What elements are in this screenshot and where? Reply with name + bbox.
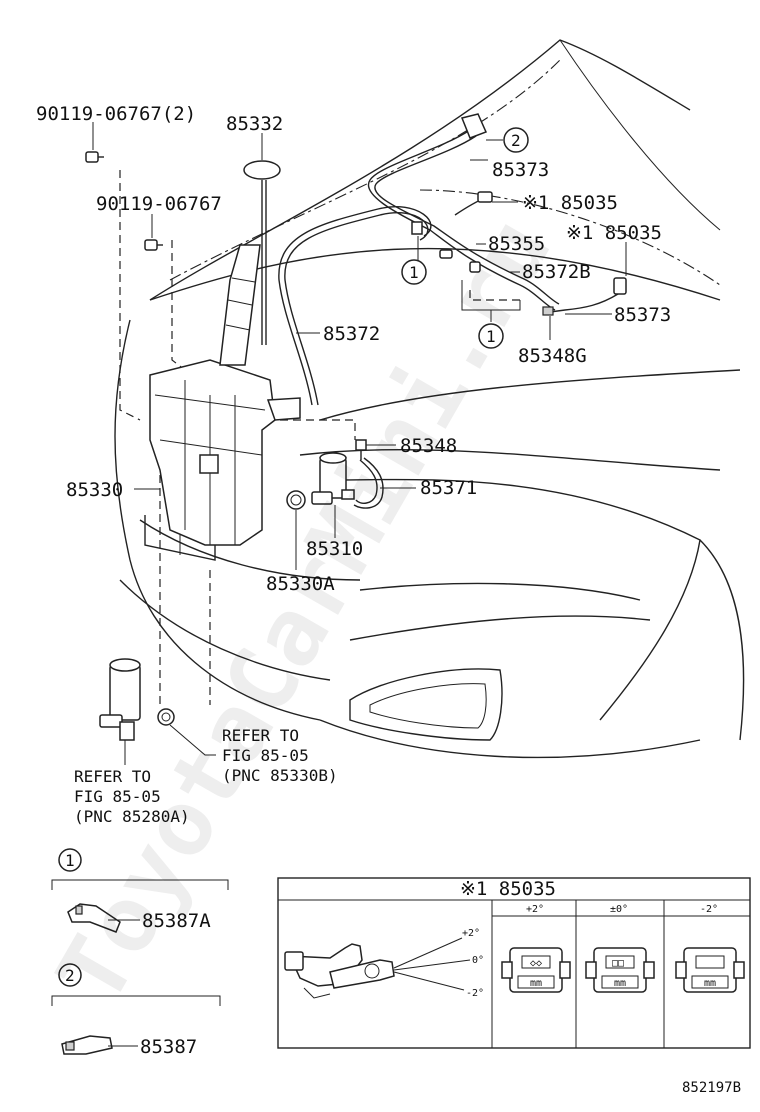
washer-pump-85310 xyxy=(311,452,355,505)
ref-left-line2: FIG 85-05 xyxy=(74,787,161,806)
detail-1-number: 1 xyxy=(65,851,75,870)
callout-1-bottom: 1 xyxy=(486,327,496,346)
label-85373-top: 85373 xyxy=(492,159,549,181)
inset-col-plus2: +2° xyxy=(526,904,544,915)
level-gauge-85332 xyxy=(243,160,281,345)
detail-2-number: 2 xyxy=(65,966,75,985)
mark-diamond: ◇◇ xyxy=(530,958,542,969)
label-85372: 85372 xyxy=(323,323,380,345)
ref-right-line2: FIG 85-05 xyxy=(222,746,309,765)
washer-tank xyxy=(149,244,301,546)
ref-pump-85280A xyxy=(99,658,141,741)
inset-title: ※1 85035 xyxy=(460,878,556,900)
diagram-code: 852197B xyxy=(682,1080,741,1096)
callout-1-left: 1 xyxy=(409,263,419,282)
mark-mm-2: mm xyxy=(614,978,626,989)
hose-85372 xyxy=(278,206,432,406)
ref-left-line1: REFER TO xyxy=(74,767,151,786)
label-85330: 85330 xyxy=(66,479,123,501)
label-90119-x2: 90119-06767(2) xyxy=(36,103,196,125)
detail-1: 1 85387A xyxy=(51,848,229,933)
hose-85371 xyxy=(353,457,384,509)
label-85330A: 85330A xyxy=(266,573,335,595)
label-85310: 85310 xyxy=(306,538,363,560)
label-85332: 85332 xyxy=(226,113,283,135)
label-90119: 90119-06767 xyxy=(96,193,222,215)
callout-2-top: 2 xyxy=(511,131,521,150)
detail-2: 2 85387 xyxy=(51,963,221,1058)
mark-mm-1: mm xyxy=(530,978,542,989)
callout-circles: 2 1 1 xyxy=(401,127,529,349)
grommet-85330A xyxy=(286,490,306,510)
label-85355: 85355 xyxy=(488,233,545,255)
label-85035-a: ※1 85035 xyxy=(522,192,618,214)
bolt-90119-b xyxy=(144,239,163,251)
ref-grommet-85330B xyxy=(157,708,175,726)
leader-lines xyxy=(92,122,627,765)
hood-hoses xyxy=(367,113,627,316)
label-85035-b: ※1 85035 xyxy=(566,222,662,244)
angle-minus2: -2° xyxy=(466,988,484,999)
mark-square: □□ xyxy=(612,958,624,969)
label-85373-right: 85373 xyxy=(614,304,671,326)
nozzle-view-plus2: ◇◇ mm xyxy=(501,947,571,993)
angle-zero: 0° xyxy=(472,955,484,966)
label-85371: 85371 xyxy=(420,477,477,499)
ref-left-line3: (PNC 85280A) xyxy=(74,807,190,826)
nozzle-view-minus2: mm xyxy=(675,947,745,993)
ref-right-line3: (PNC 85330B) xyxy=(222,766,338,785)
label-85348: 85348 xyxy=(400,435,457,457)
part-labels: 90119-06767(2) 90119-06767 85332 85372 8… xyxy=(36,103,671,595)
bolt-90119-a xyxy=(85,151,104,163)
nozzle-view-zero: □□ mm xyxy=(585,947,655,993)
inset-col-zero: ±0° xyxy=(610,904,628,915)
inset-col-minus2: -2° xyxy=(700,904,718,915)
angle-plus2: +2° xyxy=(462,928,480,939)
reference-left: REFER TO FIG 85-05 (PNC 85280A) xyxy=(74,767,190,826)
ref-right-line1: REFER TO xyxy=(222,726,299,745)
vehicle-outline xyxy=(114,39,745,759)
reference-right: REFER TO FIG 85-05 (PNC 85330B) xyxy=(222,726,338,785)
mark-mm-3: mm xyxy=(704,978,716,989)
label-85372B: 85372B xyxy=(522,261,591,283)
label-85348G: 85348G xyxy=(518,345,587,367)
label-85387: 85387 xyxy=(140,1036,197,1058)
label-85387A: 85387A xyxy=(142,910,211,932)
nozzle-aiming-inset: ※1 85035 +2° ±0° -2° +2° 0° -2° ◇◇ mm xyxy=(277,877,751,1049)
